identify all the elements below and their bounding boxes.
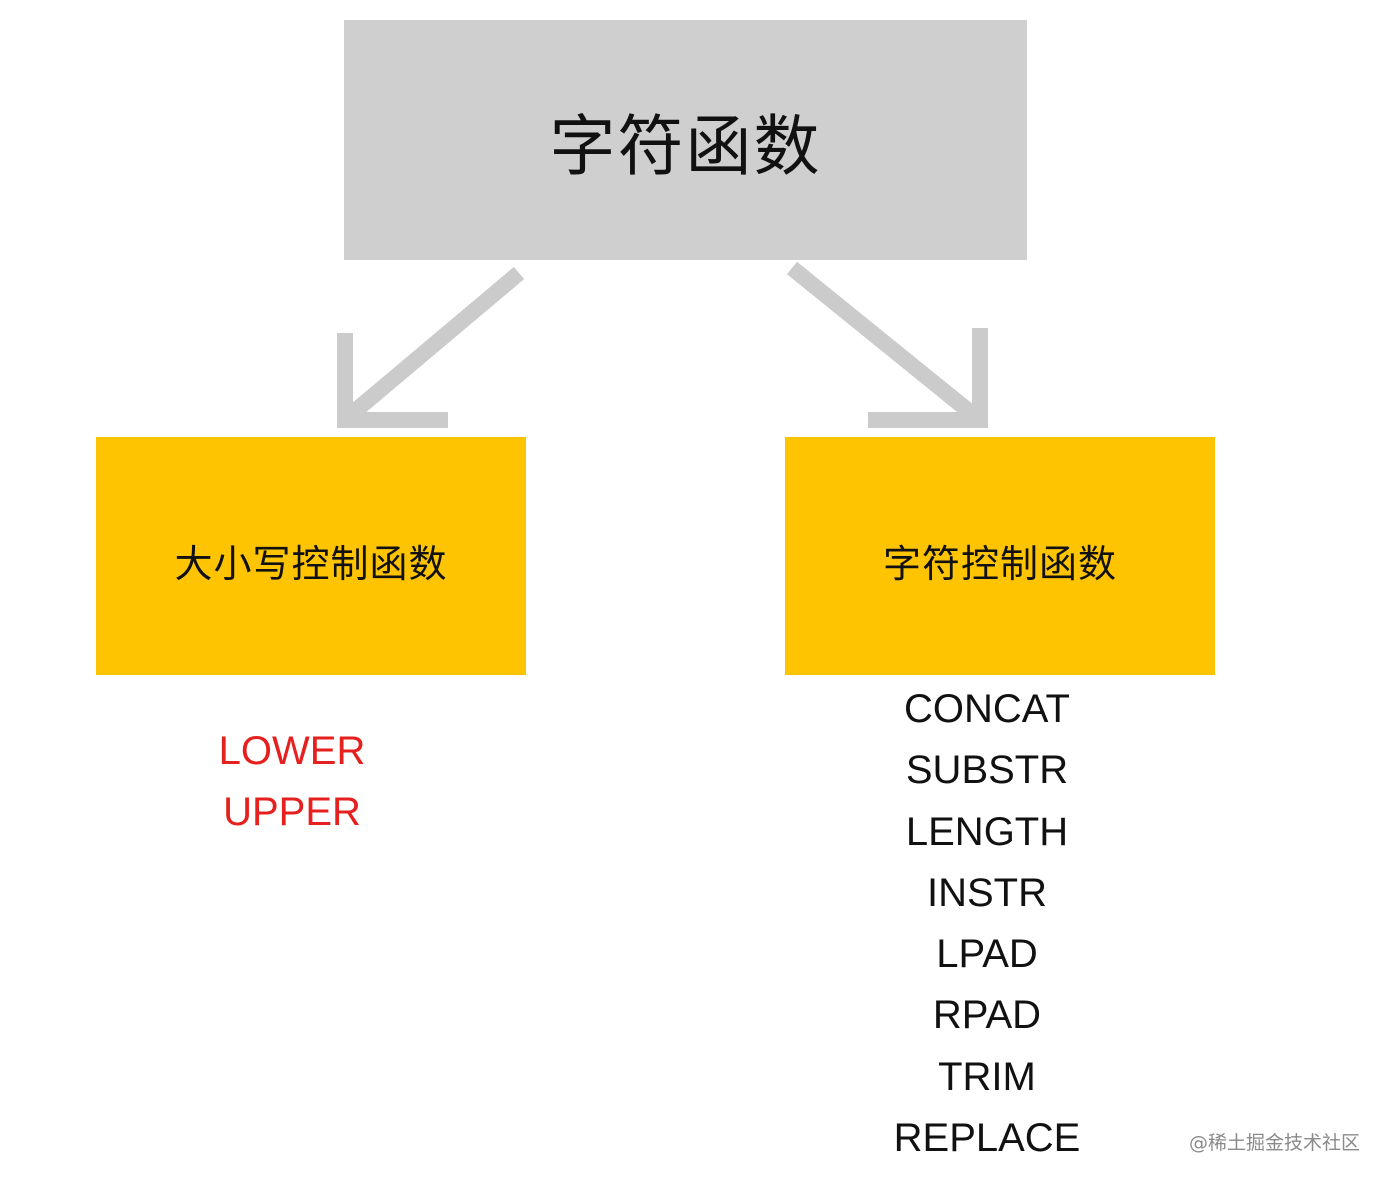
arrow-root-to-left-branch <box>337 266 525 428</box>
branch-node-char-control: 字符控制函数 <box>785 437 1215 675</box>
watermark: @稀土掘金技术社区 <box>1188 1132 1360 1154</box>
branch-node-case-control: 大小写控制函数 <box>96 437 526 675</box>
function-item: LPAD <box>936 932 1038 977</box>
root-node-label: 字符函数 <box>549 108 822 185</box>
arrow-left-shaft <box>342 266 525 424</box>
branch-node-label: 大小写控制函数 <box>174 541 448 586</box>
function-item: LENGTH <box>905 809 1069 854</box>
branch-node-label: 字符控制函数 <box>882 541 1117 586</box>
function-item: RPAD <box>932 993 1042 1038</box>
function-item: SUBSTR <box>905 748 1069 793</box>
function-item: CONCAT <box>904 687 1070 731</box>
arrow-left-head <box>337 333 448 428</box>
root-node: 字符函数 <box>344 20 1027 260</box>
arrow-root-to-right-branch <box>786 261 988 428</box>
function-item: INSTR <box>927 870 1047 915</box>
function-item: REPLACE <box>893 1116 1081 1161</box>
char-control-function-list: CONCAT SUBSTR LENGTH INSTR LPAD RPAD TRI… <box>847 679 1127 1169</box>
function-item: LOWER <box>218 729 366 773</box>
arrow-right-head <box>868 328 988 428</box>
arrow-right-shaft <box>786 261 982 424</box>
function-item: TRIM <box>938 1054 1036 1099</box>
function-item: UPPER <box>223 790 361 835</box>
case-control-function-list: LOWER UPPER <box>172 721 412 844</box>
